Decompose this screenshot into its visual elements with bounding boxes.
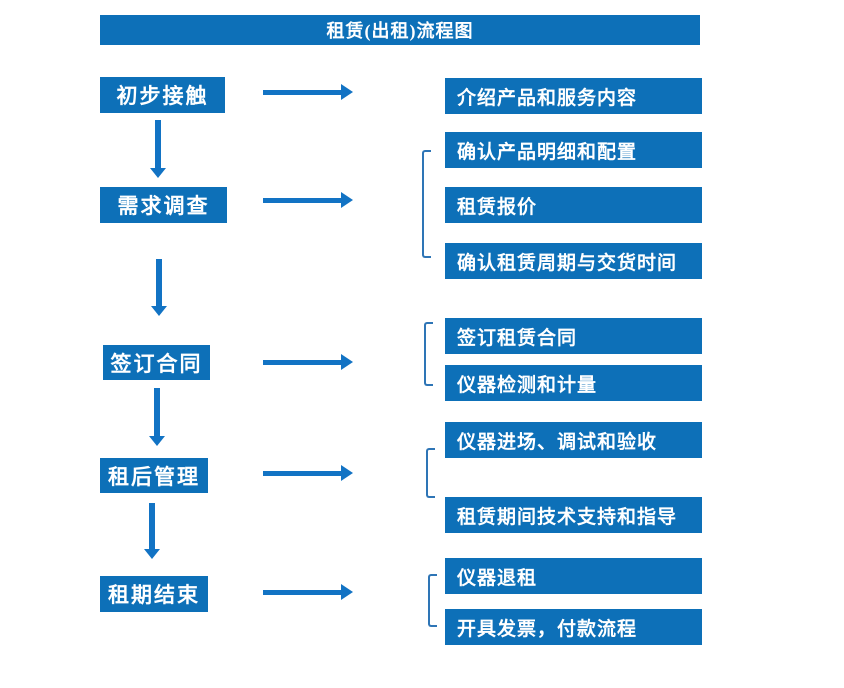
arrow-shaft [155, 120, 161, 168]
step-box-rental-end: 租期结束 [100, 576, 208, 612]
arrow-shaft [154, 388, 160, 436]
group-bracket-icon [422, 150, 431, 258]
detail-box-instrument-return: 仪器退租 [445, 558, 702, 594]
group-bracket-icon [428, 574, 437, 627]
detail-box-rental-quote: 租赁报价 [445, 187, 702, 223]
down-arrow-icon [151, 259, 167, 316]
arrow-head [149, 436, 165, 446]
detail-box-introduce-products: 介绍产品和服务内容 [445, 78, 702, 114]
right-arrow-icon [263, 192, 353, 208]
step-box-initial-contact: 初步接触 [100, 77, 225, 113]
down-arrow-icon [144, 503, 160, 559]
step-box-demand-survey: 需求调查 [100, 187, 227, 223]
arrow-shaft [263, 471, 342, 476]
group-bracket-icon [424, 322, 433, 386]
right-arrow-icon [263, 354, 353, 370]
down-arrow-icon [149, 388, 165, 446]
step-box-sign-contract: 签订合同 [103, 345, 210, 380]
arrow-shaft [263, 360, 342, 365]
detail-box-sign-rental-contract: 签订租赁合同 [445, 318, 702, 354]
arrow-head [341, 192, 353, 208]
step-box-post-rental-management: 租后管理 [100, 458, 208, 493]
arrow-head [341, 465, 353, 481]
right-arrow-icon [263, 465, 353, 481]
arrow-shaft [263, 198, 342, 203]
arrow-shaft [263, 590, 342, 595]
arrow-shaft [156, 259, 162, 306]
arrow-head [150, 168, 166, 178]
arrow-shaft [149, 503, 155, 549]
down-arrow-icon [150, 120, 166, 178]
group-bracket-icon [426, 448, 435, 498]
detail-box-confirm-product-details: 确认产品明细和配置 [445, 132, 702, 168]
arrow-shaft [263, 90, 342, 95]
page-title: 租赁(出租)流程图 [100, 15, 700, 45]
detail-box-instrument-testing: 仪器检测和计量 [445, 365, 702, 401]
arrow-head [341, 354, 353, 370]
right-arrow-icon [263, 584, 353, 600]
detail-box-invoice-payment: 开具发票，付款流程 [445, 609, 702, 645]
arrow-head [341, 584, 353, 600]
detail-box-technical-support: 租赁期间技术支持和指导 [445, 497, 702, 533]
right-arrow-icon [263, 84, 353, 100]
arrow-head [341, 84, 353, 100]
arrow-head [144, 549, 160, 559]
arrow-head [151, 306, 167, 316]
detail-box-confirm-rental-period: 确认租赁周期与交货时间 [445, 243, 702, 279]
detail-box-instrument-setup: 仪器进场、调试和验收 [445, 422, 702, 458]
